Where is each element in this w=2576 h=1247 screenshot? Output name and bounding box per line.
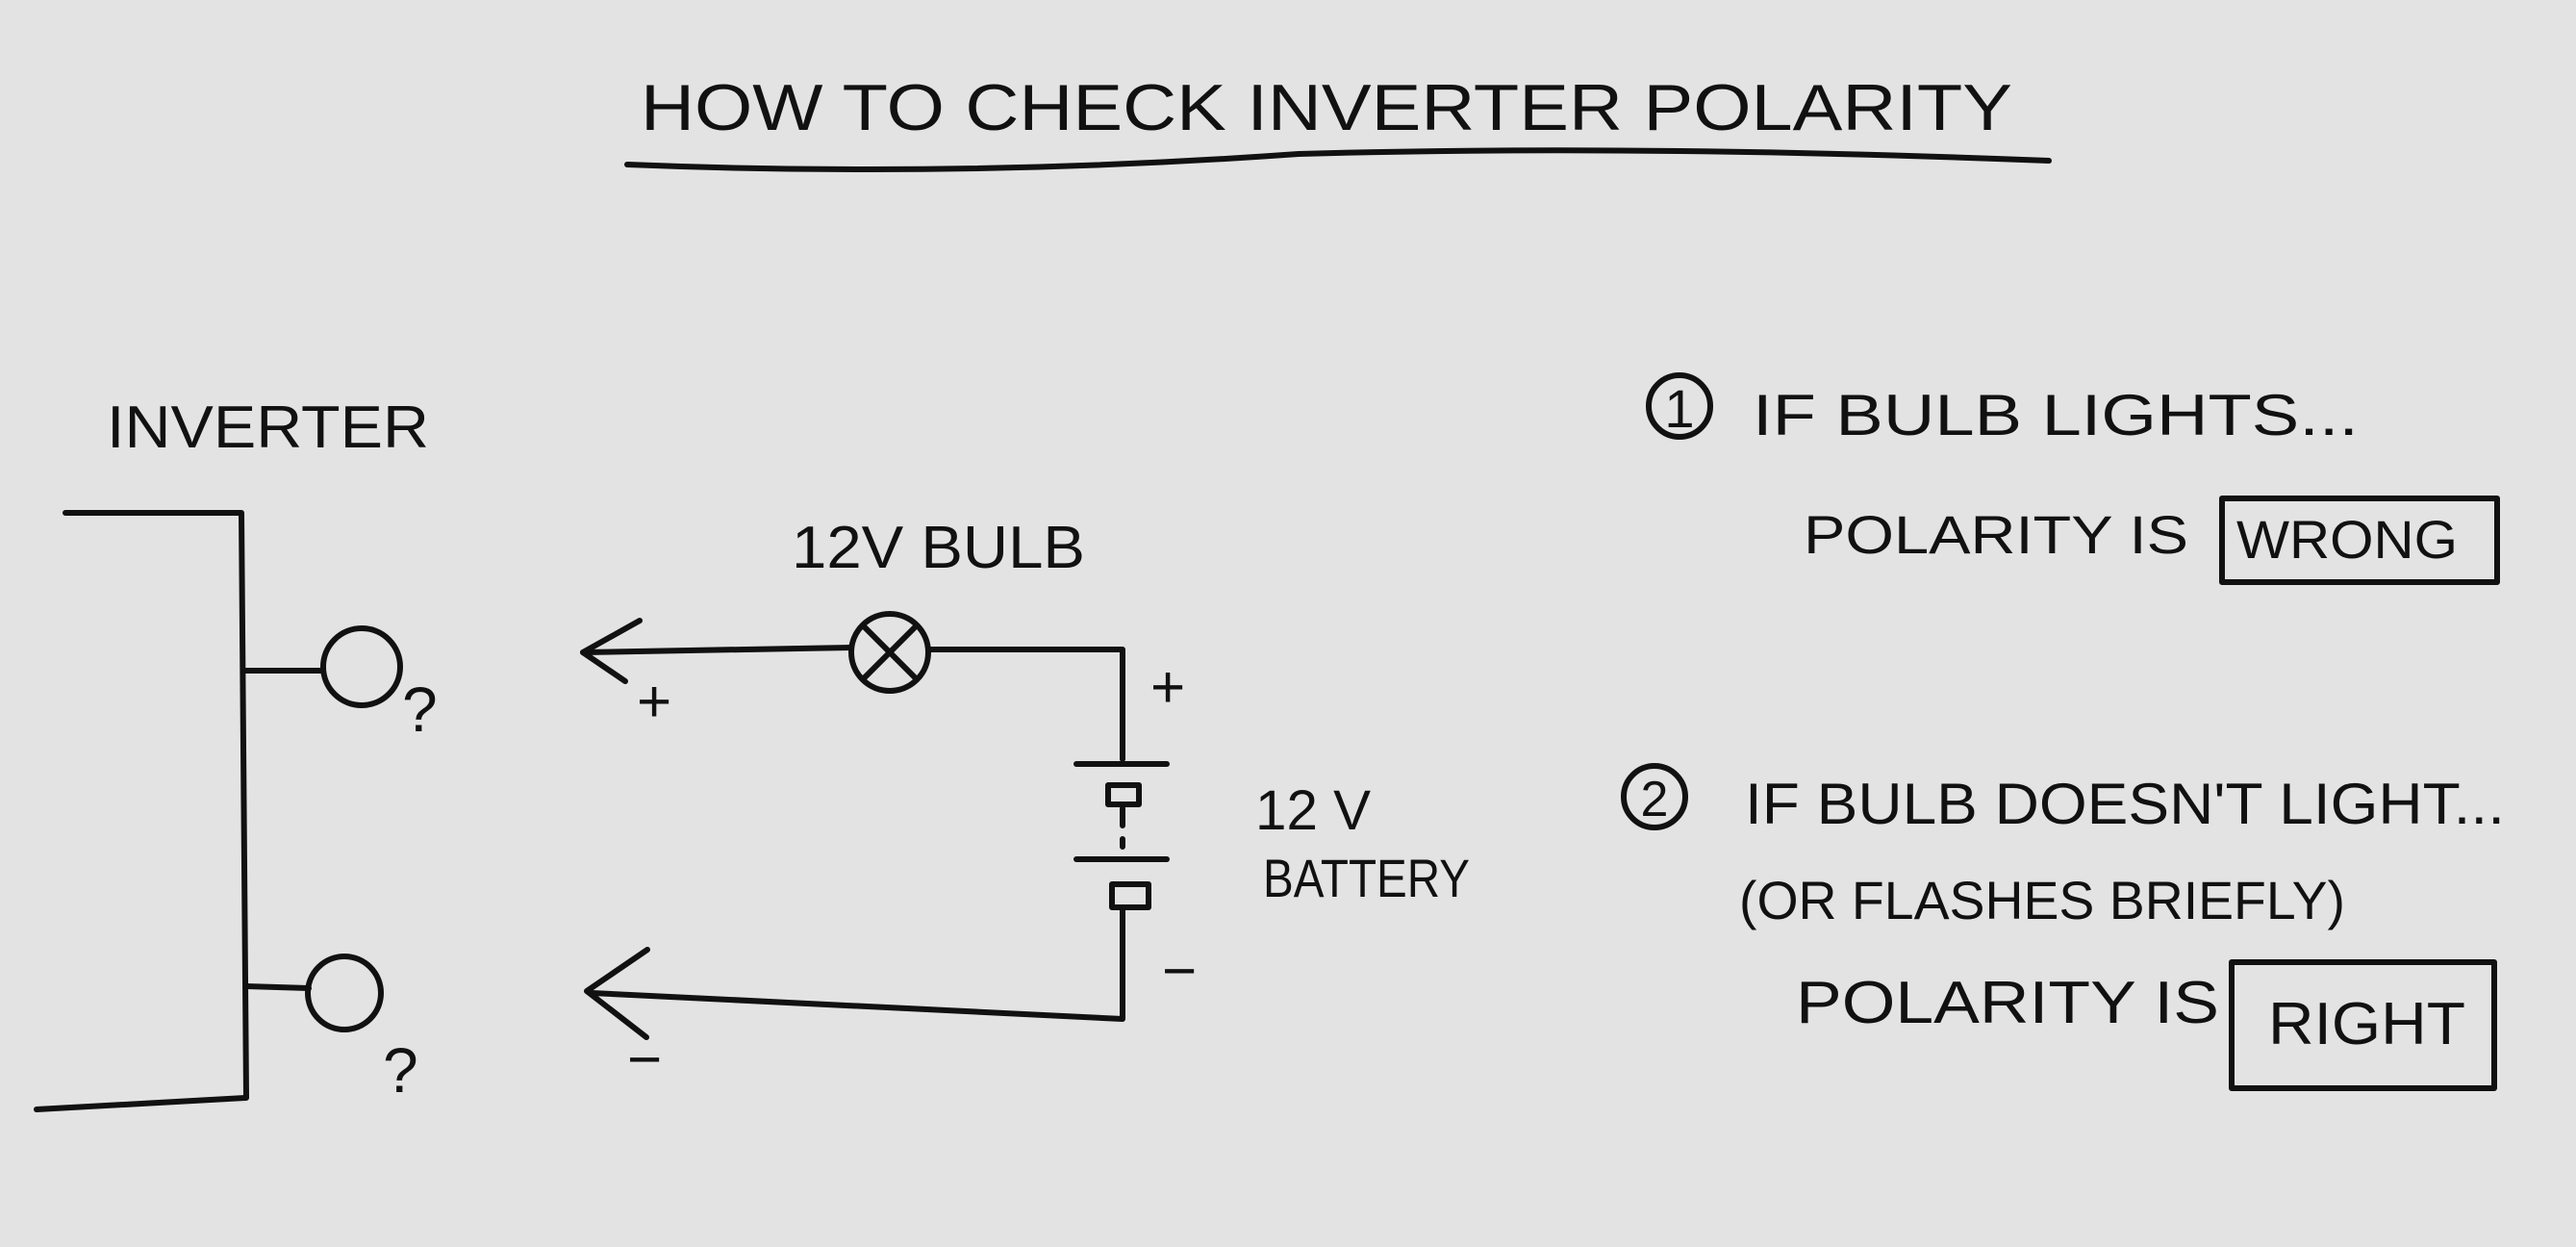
title-underline xyxy=(624,147,2052,173)
bulb-label: 12V BULB xyxy=(792,515,1085,581)
inverter-box xyxy=(34,510,249,1112)
top-lead-sign: + xyxy=(637,669,671,735)
step-1-result-prefix: POLARITY IS xyxy=(1804,504,2188,565)
step-2-result-box xyxy=(2229,959,2497,1091)
terminal-bottom-mark: ? xyxy=(383,1034,418,1106)
step-2-number-circle xyxy=(1621,763,1688,830)
bottom-lead-sign: − xyxy=(627,1027,662,1093)
step-2-condition: IF BULB DOESN'T LIGHT... xyxy=(1745,772,2505,836)
step-2-note: (OR FLASHES BRIEFLY) xyxy=(1739,870,2345,930)
step-1-number: 1 xyxy=(1664,378,1694,439)
step-2-result-prefix: POLARITY IS xyxy=(1796,970,2219,1036)
bulb-icon xyxy=(848,611,931,694)
terminal-top xyxy=(320,625,403,708)
top-lead-wire xyxy=(580,645,1125,762)
battery-minus-sign: − xyxy=(1162,938,1197,1005)
step-1-result: WRONG xyxy=(2236,509,2458,570)
battery-plus-sign: + xyxy=(1150,654,1185,721)
inverter-label: INVERTER xyxy=(107,394,429,461)
top-lead-arrowhead xyxy=(580,618,643,684)
terminal-bottom xyxy=(305,954,384,1032)
battery-label-line2: BATTERY xyxy=(1263,848,1470,908)
battery-label-line1: 12 V xyxy=(1255,779,1371,842)
step-1-condition: IF BULB LIGHTS... xyxy=(1753,383,2359,447)
step-1-result-box xyxy=(2219,496,2500,585)
bottom-lead-arrowhead xyxy=(584,947,650,1040)
battery-cell-1 xyxy=(1105,782,1142,807)
page-title: HOW TO CHECK INVERTER POLARITY xyxy=(641,71,2012,144)
bottom-lead-wire xyxy=(589,906,1125,1022)
bulb-cross xyxy=(860,623,920,682)
terminal-bottom-lead xyxy=(243,983,312,991)
step-2-result: RIGHT xyxy=(2268,991,2465,1057)
battery-cell-2 xyxy=(1109,881,1151,910)
step-2-number: 2 xyxy=(1641,772,1669,827)
terminal-top-mark: ? xyxy=(402,674,438,745)
step-1-number-circle xyxy=(1646,372,1713,440)
